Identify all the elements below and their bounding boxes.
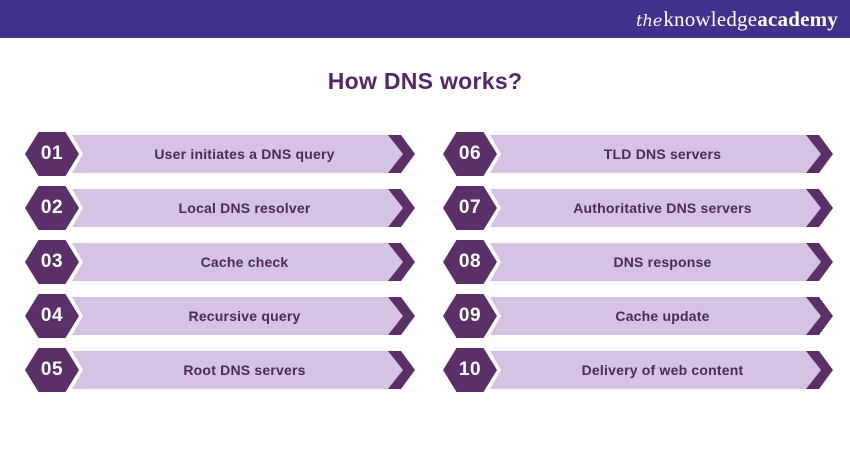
step-row-10: Delivery of web content 10 (440, 345, 833, 395)
hexagon-icon: 02 (25, 186, 79, 230)
step-bar: Cache check (72, 243, 403, 281)
step-label: DNS response (613, 254, 712, 270)
step-row-04: Recursive query 04 (22, 291, 415, 341)
step-label: Root DNS servers (183, 362, 306, 378)
step-row-02: Local DNS resolver 02 (22, 183, 415, 233)
step-number: 02 (40, 197, 64, 218)
step-bar: TLD DNS servers (490, 135, 821, 173)
step-bar: Recursive query (72, 297, 403, 335)
step-label: TLD DNS servers (603, 146, 722, 162)
logo-the: the (636, 10, 663, 30)
step-number: 08 (458, 251, 482, 272)
step-number: 07 (458, 197, 482, 218)
step-bar: Delivery of web content (490, 351, 821, 389)
step-row-08: DNS response 08 (440, 237, 833, 287)
step-row-05: Root DNS servers 05 (22, 345, 415, 395)
step-number-badge: 04 (22, 291, 82, 341)
hexagon-icon: 04 (25, 294, 79, 338)
step-bar: Cache update (490, 297, 821, 335)
step-label: Local DNS resolver (178, 200, 311, 216)
step-row-07: Authoritative DNS servers 07 (440, 183, 833, 233)
step-number: 04 (40, 305, 64, 326)
step-number: 10 (458, 359, 482, 380)
step-number-badge: 05 (22, 345, 82, 395)
step-label: User initiates a DNS query (154, 146, 335, 162)
step-bar: User initiates a DNS query (72, 135, 403, 173)
step-number: 01 (40, 143, 64, 164)
step-row-09: Cache update 09 (440, 291, 833, 341)
step-label: Cache check (200, 254, 289, 270)
step-bar: Root DNS servers (72, 351, 403, 389)
hexagon-icon: 05 (25, 348, 79, 392)
step-bar: DNS response (490, 243, 821, 281)
hexagon-icon: 09 (443, 294, 497, 338)
step-row-01: User initiates a DNS query 01 (22, 129, 415, 179)
step-bar: Authoritative DNS servers (490, 189, 821, 227)
step-number: 05 (40, 359, 64, 380)
hexagon-icon: 10 (443, 348, 497, 392)
logo-knowledge: knowledge (663, 6, 758, 31)
step-label: Cache update (615, 308, 710, 324)
step-label: Authoritative DNS servers (573, 200, 752, 216)
logo-academy: academy (757, 6, 838, 31)
step-number-badge: 10 (440, 345, 500, 395)
step-number: 09 (458, 305, 482, 326)
step-label: Delivery of web content (581, 362, 744, 378)
hexagon-icon: 01 (25, 132, 79, 176)
page-title: How DNS works? (327, 68, 523, 94)
hexagon-icon: 06 (443, 132, 497, 176)
step-row-06: TLD DNS servers 06 (440, 129, 833, 179)
steps-grid: User initiates a DNS query 01 Local DNS … (0, 129, 850, 395)
step-number-badge: 09 (440, 291, 500, 341)
hexagon-icon: 08 (443, 240, 497, 284)
steps-column-left: User initiates a DNS query 01 Local DNS … (22, 129, 415, 395)
step-bar: Local DNS resolver (72, 189, 403, 227)
step-row-03: Cache check 03 (22, 237, 415, 287)
hexagon-icon: 07 (443, 186, 497, 230)
step-label: Recursive query (188, 308, 301, 324)
steps-column-right: TLD DNS servers 06 Authoritative DNS ser… (440, 129, 833, 395)
step-number: 03 (40, 251, 64, 272)
step-number: 06 (458, 143, 482, 164)
hexagon-icon: 03 (25, 240, 79, 284)
